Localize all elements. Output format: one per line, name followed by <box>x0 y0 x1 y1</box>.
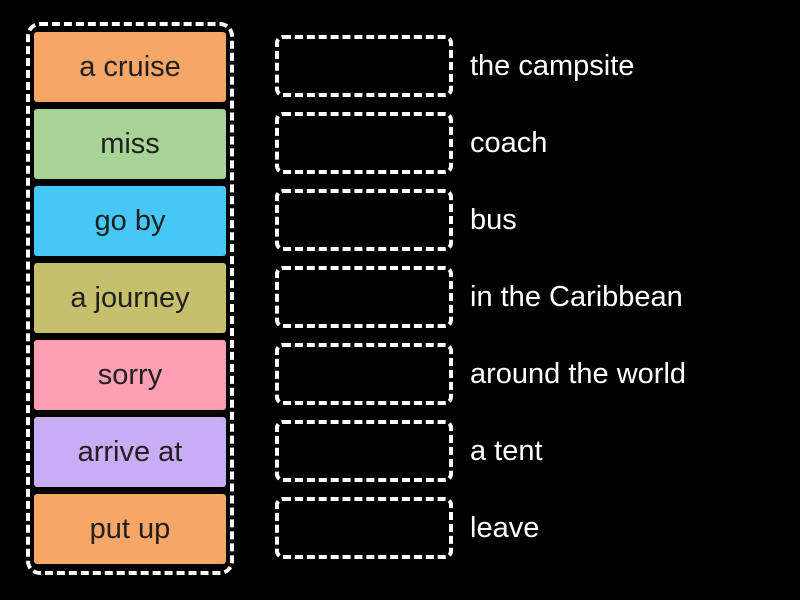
match-row: in the Caribbean <box>275 266 686 328</box>
word-tile[interactable]: sorry <box>34 340 226 410</box>
answer-drop-slot[interactable] <box>275 112 453 174</box>
match-label: leave <box>470 511 540 544</box>
answer-drop-slot[interactable] <box>275 343 453 405</box>
match-label: a tent <box>470 434 543 467</box>
answer-drop-slot[interactable] <box>275 420 453 482</box>
match-row: leave <box>275 497 686 559</box>
word-tiles-panel: a cruise miss go by a journey sorry arri… <box>26 22 234 575</box>
word-tile[interactable]: arrive at <box>34 417 226 487</box>
match-row: a tent <box>275 420 686 482</box>
match-label: the campsite <box>470 49 635 82</box>
match-label: bus <box>470 203 517 236</box>
match-row: coach <box>275 112 686 174</box>
match-row: the campsite <box>275 35 686 97</box>
word-tile[interactable]: go by <box>34 186 226 256</box>
match-label: in the Caribbean <box>470 280 683 313</box>
word-tile[interactable]: a cruise <box>34 32 226 102</box>
answer-drop-slot[interactable] <box>275 266 453 328</box>
answer-drop-slot[interactable] <box>275 497 453 559</box>
match-label: around the world <box>470 357 687 390</box>
match-rows-panel: the campsite coach bus in the Caribbean … <box>275 35 686 559</box>
word-tile[interactable]: miss <box>34 109 226 179</box>
match-label: coach <box>470 126 548 159</box>
answer-drop-slot[interactable] <box>275 189 453 251</box>
answer-drop-slot[interactable] <box>275 35 453 97</box>
match-row: bus <box>275 189 686 251</box>
word-tile[interactable]: a journey <box>34 263 226 333</box>
word-tile[interactable]: put up <box>34 494 226 564</box>
match-row: around the world <box>275 343 686 405</box>
